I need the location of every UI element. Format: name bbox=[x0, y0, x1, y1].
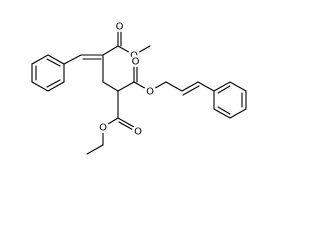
ch2-to-vinyl-bond bbox=[165, 81, 183, 92]
vinyl-to-carbonyl-bond bbox=[102, 45, 119, 56]
oxygen-label-cinnamyl-ether: O bbox=[146, 87, 154, 98]
vinylidene-double-bond bbox=[80, 54, 104, 60]
cinnamyl-ester-group bbox=[117, 65, 215, 96]
oxygen-label-methyl-carbonyl: O bbox=[116, 22, 124, 33]
oxygen-label-cinnamyl-carbonyl: O bbox=[132, 57, 140, 68]
ch2-to-ch-bond bbox=[102, 81, 119, 92]
left-phenyl-ring bbox=[31, 54, 65, 92]
chemical-structure-diagram: O O O O O O bbox=[31, 20, 247, 155]
ethyl-ch2-ch3-bond bbox=[86, 144, 104, 155]
oxygen-label-ethyl-carbonyl: O bbox=[134, 127, 142, 138]
cinnamyl-double-bond bbox=[181, 81, 200, 96]
oxygen-atoms: O O O O O O bbox=[97, 20, 156, 138]
backbone bbox=[102, 54, 119, 92]
right-phenyl-ring-bonds bbox=[213, 81, 247, 119]
benzylidene-linkage bbox=[63, 54, 104, 65]
ethyl-ester-group bbox=[86, 90, 136, 155]
ring-to-vinyl-carbon-bond bbox=[63, 54, 82, 65]
left-phenyl-ring-inner-double-bonds bbox=[35, 58, 61, 88]
cinnamyl-ester-carbonyl-double-bond bbox=[133, 65, 138, 83]
right-phenyl-ring-inner-double-bonds bbox=[217, 85, 243, 115]
vinyl-to-ring-bond bbox=[197, 81, 215, 92]
methyl-ester-carbonyl-double-bond bbox=[117, 30, 122, 47]
ch-to-cinnamyl-carbonyl-bond bbox=[117, 81, 135, 92]
right-phenyl-ring bbox=[213, 81, 247, 119]
oxygen-label-ethyl-ether: O bbox=[99, 123, 107, 134]
methyl-ester-group bbox=[102, 30, 151, 56]
left-phenyl-ring-bonds bbox=[31, 54, 65, 92]
